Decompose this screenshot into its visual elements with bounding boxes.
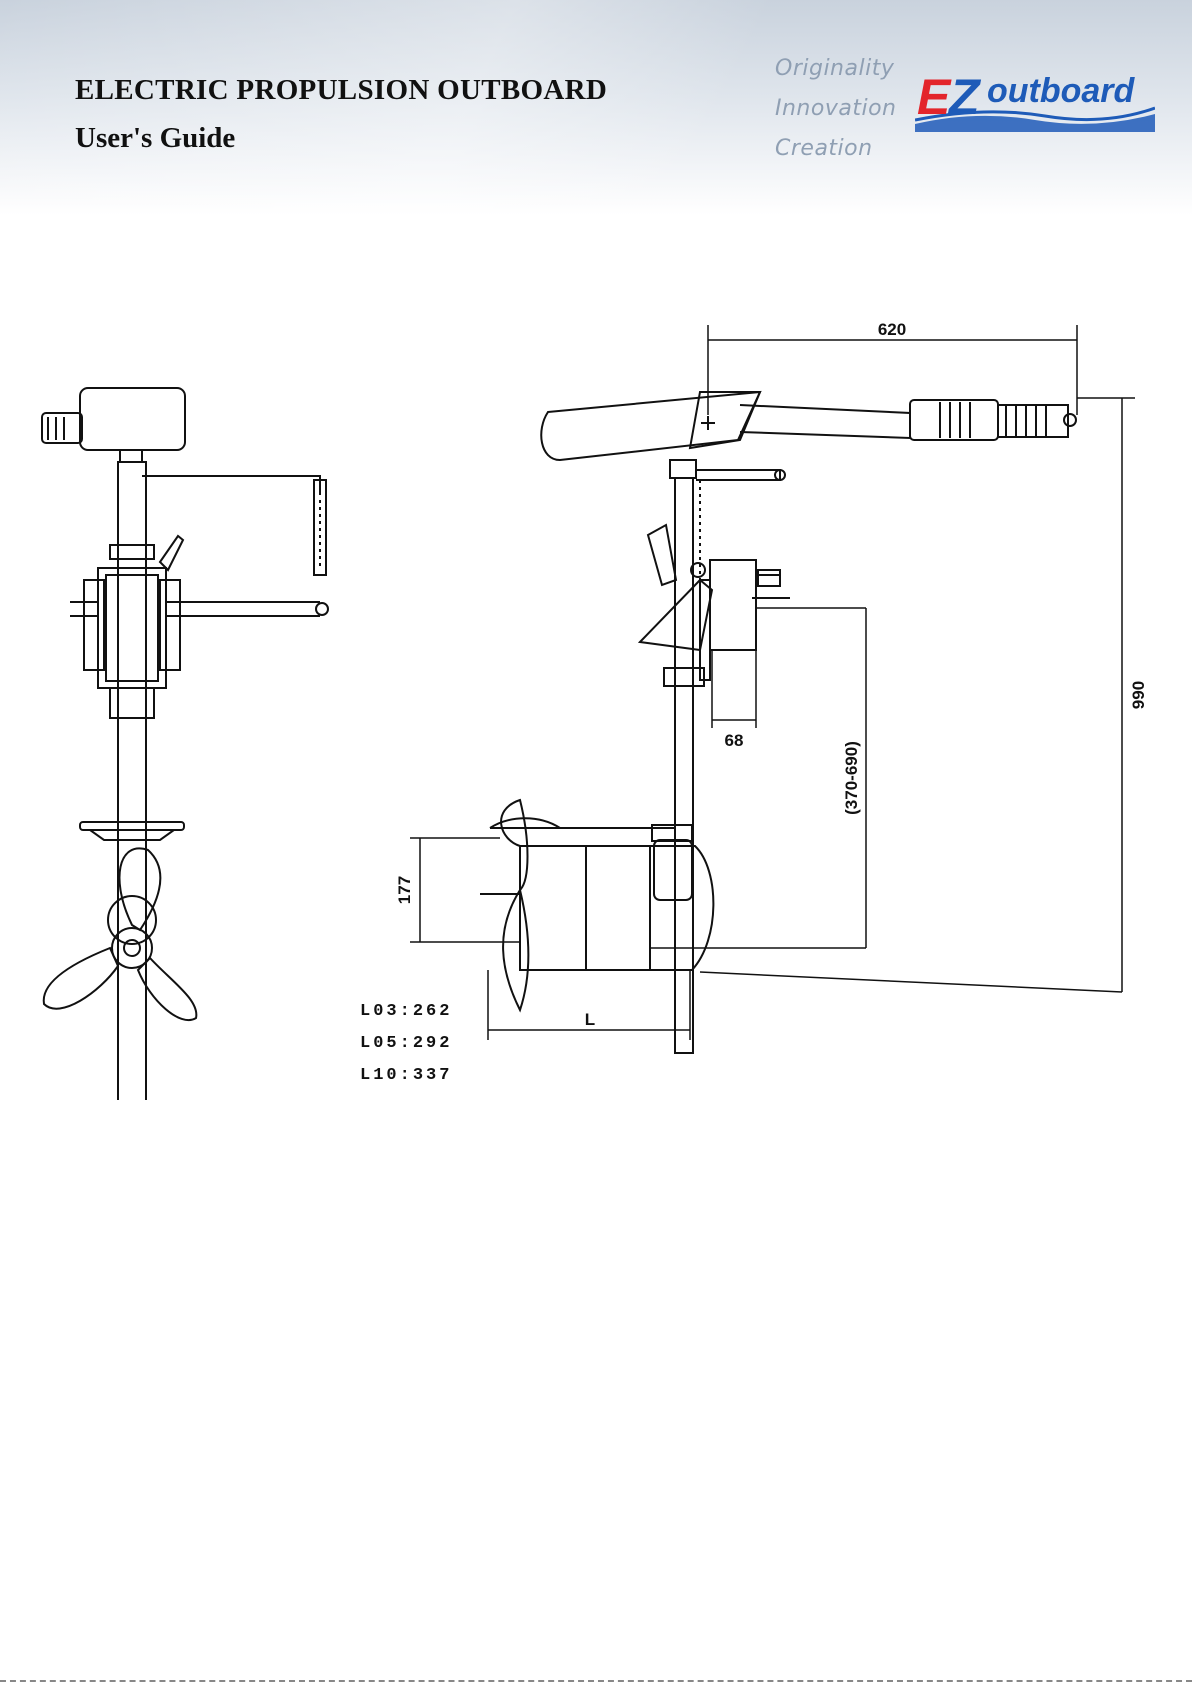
tagline-innovation: Innovation: [775, 96, 896, 121]
front-clamp-body: [98, 568, 166, 688]
dimension-68: 68: [725, 731, 744, 750]
front-tilt-bar: [142, 476, 320, 495]
logo-letter-e: E: [917, 69, 952, 125]
dimension-370-690: (370-690): [842, 741, 861, 815]
side-clamp-lever: [648, 525, 676, 585]
side-tiller-arm: [740, 405, 910, 438]
length-row-l05: L05:292: [360, 1028, 452, 1060]
front-propeller: [44, 848, 197, 1020]
side-throttle-grip: [910, 400, 998, 440]
side-battery-box: [541, 392, 760, 460]
ezoutboard-logo: E Z outboard: [915, 62, 1155, 132]
side-clamp-body: [710, 560, 756, 650]
dimension-l: L: [585, 1010, 595, 1029]
length-row-l10: L10:337: [360, 1060, 452, 1092]
length-row-l03: L03:262: [360, 996, 452, 1028]
page-bottom-border: [0, 1680, 1192, 1682]
side-view: [480, 392, 1076, 1053]
logo-letter-z: Z: [947, 69, 982, 125]
outboard-technical-drawing: 620 990 68 (370-690) 177 L: [0, 280, 1192, 1100]
tagline-originality: Originality: [775, 56, 894, 81]
logo-word-outboard: outboard: [987, 72, 1136, 110]
side-propeller-blade: [503, 890, 528, 1010]
front-view: [42, 388, 328, 1100]
side-motor-pod: [520, 846, 713, 970]
document-subtitle: User's Guide: [75, 122, 235, 155]
dimension-620: 620: [878, 320, 906, 339]
model-length-list: L03:262 L05:292 L10:337: [360, 996, 452, 1092]
tagline-creation: Creation: [775, 136, 873, 161]
front-battery-box: [80, 388, 185, 450]
dimension-990: 990: [1129, 681, 1148, 709]
dimension-177: 177: [395, 876, 414, 904]
front-shaft: [118, 462, 146, 1100]
front-cavitation-plate: [80, 822, 184, 830]
document-title: ELECTRIC PROPULSION OUTBOARD: [75, 74, 607, 107]
side-shaft: [675, 478, 693, 1053]
